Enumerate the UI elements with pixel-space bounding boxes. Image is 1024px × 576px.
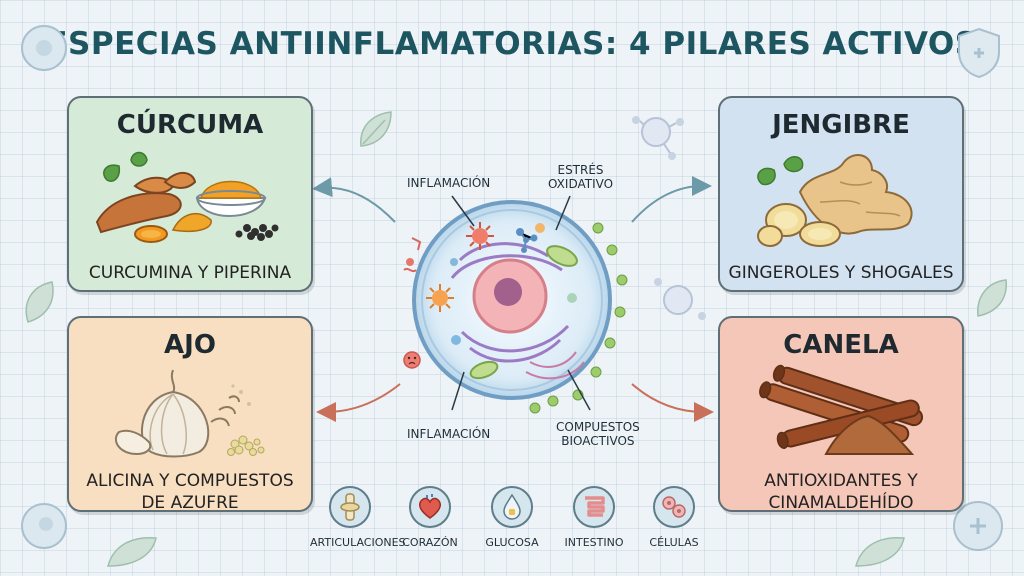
arrow-to-canela bbox=[631, 383, 714, 422]
leaf-icon bbox=[360, 111, 392, 147]
card-compounds-canela-line1: ANTIOXIDANTES Y bbox=[764, 471, 918, 491]
card-title-curcuma: CÚRCUMA bbox=[116, 110, 264, 140]
joint-icon bbox=[329, 486, 371, 528]
garlic-illustration bbox=[114, 369, 265, 458]
inflammation-agent-icon bbox=[426, 284, 454, 312]
card-compounds-ajo: ALICINA Y COMPUESTOS DE AZUFRE bbox=[69, 470, 311, 514]
shield-icon bbox=[958, 27, 1000, 79]
card-title-ajo: AJO bbox=[164, 330, 216, 360]
ginger-illustration bbox=[757, 154, 913, 247]
label-compuestos-line2: BIOACTIVOS bbox=[561, 434, 635, 448]
molecule-icon bbox=[632, 116, 684, 160]
organ-label: INTESTINO bbox=[564, 536, 624, 549]
cells-icon bbox=[653, 486, 695, 528]
card-compounds-jengibre: GINGEROLES Y SHOGALES bbox=[728, 263, 954, 283]
sad-particle-icon bbox=[403, 351, 421, 369]
arrow-to-jengibre bbox=[631, 176, 712, 223]
leaf-icon bbox=[25, 281, 54, 323]
intestine-icon bbox=[573, 486, 615, 528]
leaf-icon bbox=[107, 536, 157, 567]
card-compounds-canela: ANTIOXIDANTES Y CINAMALDEHÍDO bbox=[720, 470, 962, 514]
card-compounds-ajo-line2: DE AZUFRE bbox=[141, 493, 239, 513]
label-compuestos-bioactivos: COMPUESTOS BIOACTIVOS bbox=[556, 420, 640, 448]
leaf-icon bbox=[977, 279, 1007, 317]
label-inflamacion-top: INFLAMACIÓN bbox=[407, 176, 491, 190]
inflammation-agent-icon bbox=[466, 222, 494, 250]
heart-icon bbox=[409, 486, 451, 528]
arrow-to-curcuma bbox=[312, 177, 396, 223]
label-estres-oxidativo: ESTRÉS OXIDATIVO bbox=[548, 163, 613, 191]
organ-intestino: INTESTINO bbox=[554, 486, 634, 549]
turmeric-illustration bbox=[95, 151, 279, 243]
molecule-icon bbox=[654, 278, 706, 320]
cinnamon-illustration bbox=[759, 364, 924, 455]
card-jengibre: JENGIBRE GINGEROLES Y SHOGALES bbox=[718, 96, 964, 292]
page-title: ESPECIAS ANTIINFLAMATORIAS: 4 PILARES AC… bbox=[46, 26, 978, 62]
organ-label: CÉLULAS bbox=[649, 536, 699, 549]
organ-corazon: CORAZÓN bbox=[390, 486, 470, 549]
benefits-row: ARTICULACIONES CORAZÓN GLUCOSA INTESTINO bbox=[310, 486, 714, 566]
card-curcuma: CÚRCUMA CURCUMINA Y PIPERINA bbox=[67, 96, 313, 292]
label-estres-line1: ESTRÉS bbox=[557, 163, 604, 177]
leaf-icon bbox=[855, 536, 905, 567]
free-radical-icon bbox=[516, 228, 538, 253]
organ-glucosa: GLUCOSA bbox=[472, 486, 552, 549]
organ-articulaciones: ARTICULACIONES bbox=[310, 486, 406, 549]
card-canela: CANELA ANTIOXIDANTES Y CINAMALDEHÍDO bbox=[718, 316, 964, 514]
card-ajo: AJO ALICINA Y COMPUESTOS DE AZUFRE bbox=[67, 316, 313, 514]
card-title-jengibre: JENGIBRE bbox=[772, 110, 910, 140]
organ-label: ARTICULACIONES bbox=[310, 536, 406, 549]
card-compounds-ajo-line1: ALICINA Y COMPUESTOS bbox=[86, 471, 294, 491]
deco-cell-icon bbox=[953, 501, 1003, 551]
arrow-to-ajo bbox=[316, 383, 401, 422]
deco-cell-icon bbox=[21, 25, 67, 71]
card-compounds-curcuma: CURCUMINA Y PIPERINA bbox=[88, 263, 292, 283]
organ-label: GLUCOSA bbox=[485, 536, 539, 549]
free-radical-icon bbox=[403, 237, 422, 273]
organ-celulas: CÉLULAS bbox=[634, 486, 714, 549]
label-estres-line2: OXIDATIVO bbox=[548, 177, 614, 191]
card-title-canela: CANELA bbox=[783, 330, 899, 360]
card-compounds-canela-line2: CINAMALDEHÍDO bbox=[768, 493, 914, 513]
label-compuestos-line1: COMPUESTOS bbox=[556, 420, 640, 434]
glucose-drop-icon bbox=[491, 486, 533, 528]
label-inflamacion-bottom: INFLAMACIÓN bbox=[407, 427, 491, 441]
deco-cell-icon bbox=[21, 503, 67, 549]
organ-label: CORAZÓN bbox=[402, 536, 458, 549]
